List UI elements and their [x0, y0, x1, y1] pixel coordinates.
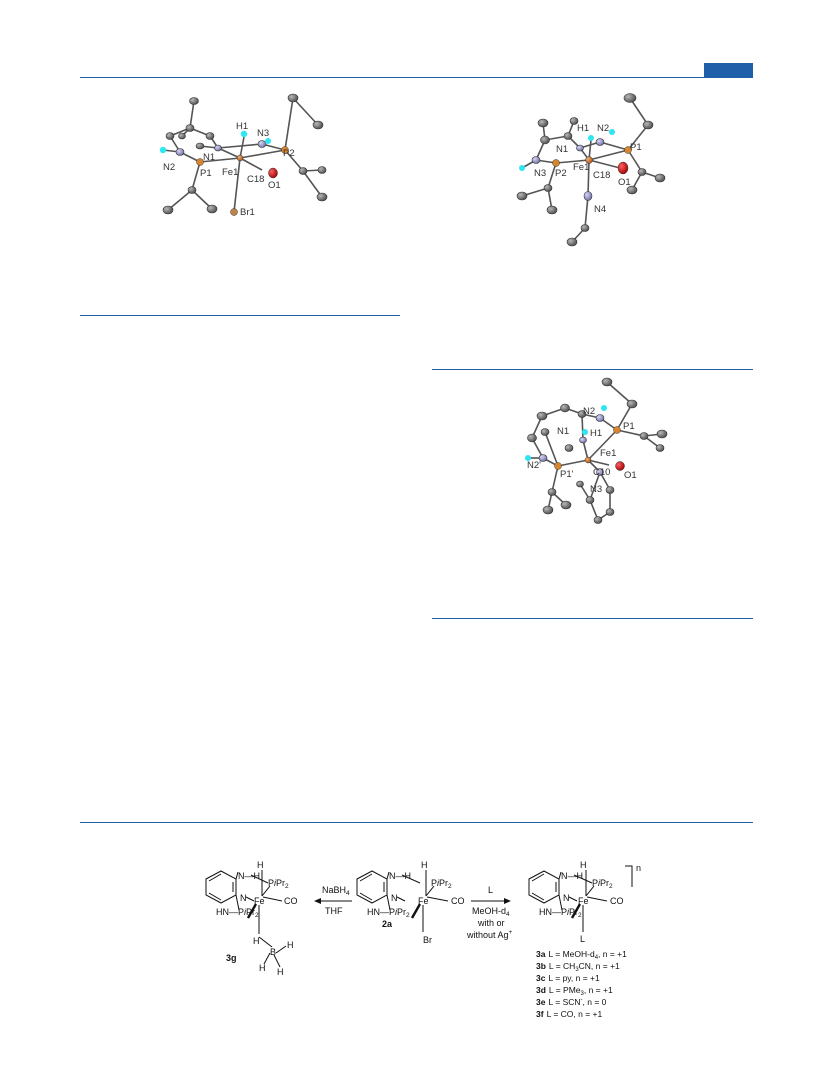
- structure-3-labels: H N—H PiPr2 N Fe CO HN—PiPr2 L n: [539, 860, 641, 944]
- structure-3g: [205, 870, 287, 968]
- atom-label: Br1: [240, 207, 255, 218]
- svg-text:H: H: [277, 967, 284, 977]
- svg-text:N—H: N—H: [238, 871, 260, 881]
- atom-label: O1: [624, 470, 637, 481]
- left-column-rule: [80, 315, 400, 316]
- svg-text:CO: CO: [610, 896, 624, 906]
- atom-label: N1: [557, 426, 569, 437]
- right-column-rule-2: [432, 618, 753, 619]
- svg-text:N: N: [563, 893, 570, 903]
- svg-text:without Ag+: without Ag+: [466, 929, 513, 940]
- svg-text:Fe: Fe: [254, 896, 265, 906]
- atom-label: N1: [556, 144, 568, 155]
- atom-label: O1: [268, 180, 281, 191]
- svg-text:CO: CO: [451, 896, 465, 906]
- atom-label: N3: [590, 484, 602, 495]
- atom-label: P1: [630, 142, 642, 153]
- arrow-ligand: L MeOH-d4 with or without Ag+: [466, 885, 513, 940]
- svg-text:PiPr2: PiPr2: [592, 878, 613, 890]
- svg-text:N—H: N—H: [561, 871, 583, 881]
- svg-text:H: H: [421, 860, 428, 870]
- atom-label: P1: [623, 421, 635, 432]
- atom-label: N3: [257, 128, 269, 139]
- svg-text:L: L: [580, 934, 585, 944]
- svg-text:H: H: [259, 963, 266, 973]
- svg-text:Br: Br: [423, 935, 432, 945]
- atom-label: N1: [203, 152, 215, 163]
- atom-label: Fe1: [573, 162, 589, 173]
- compound-id-3g: 3g: [226, 953, 237, 963]
- atom-label: N2: [583, 406, 595, 417]
- svg-text:n: n: [636, 863, 641, 873]
- svg-text:HN—PiPr2: HN—PiPr2: [216, 907, 259, 919]
- structure-2a-labels: H N—H PiPr2 N Fe CO HN—PiPr2 2a Br: [367, 860, 465, 945]
- structure-2a: [356, 870, 449, 932]
- svg-text:CO: CO: [284, 896, 298, 906]
- svg-text:N: N: [240, 893, 247, 903]
- atom-label: N2': [527, 460, 541, 471]
- svg-text:with or: with or: [477, 918, 505, 928]
- atom-label: N2: [163, 162, 175, 173]
- arrow-nabh4: NaBH4 THF: [314, 885, 352, 916]
- atom-label: N2: [597, 123, 609, 134]
- atom-label: N3: [534, 168, 546, 179]
- atom-label: H1: [236, 121, 248, 132]
- atom-label: N4: [594, 204, 606, 215]
- scheme-rule: [80, 822, 753, 823]
- compound-id-2a: 2a: [382, 919, 393, 929]
- svg-text:H: H: [287, 940, 294, 950]
- svg-text:H: H: [257, 860, 264, 870]
- svg-text:MeOH-d4: MeOH-d4: [472, 906, 510, 918]
- atom-label: H1: [590, 428, 602, 439]
- atom-label: Fe1: [600, 448, 616, 459]
- atom-label: Fe1: [222, 167, 238, 178]
- atom-label: P2: [283, 148, 295, 159]
- svg-text:N—H: N—H: [389, 871, 411, 881]
- svg-text:PiPr2: PiPr2: [268, 878, 289, 890]
- atom-label: C18: [247, 174, 264, 185]
- svg-text:H: H: [580, 860, 587, 870]
- structure-3: [528, 865, 633, 932]
- svg-text:NaBH4: NaBH4: [322, 885, 350, 897]
- atom-label: P1: [200, 168, 212, 179]
- atom-label: H1: [577, 123, 589, 134]
- svg-text:Fe: Fe: [418, 896, 429, 906]
- svg-text:HN—PiPr2: HN—PiPr2: [367, 907, 410, 919]
- svg-text:THF: THF: [325, 906, 343, 916]
- atom-label: P2: [555, 168, 567, 179]
- header-tab: [704, 63, 753, 77]
- ortep-figure-acetonitrile: H1 N2 N1 P1 N3 P2 Fe1 C18 O1 N4: [516, 93, 666, 247]
- structure-3g-labels: H N—H PiPr2 N Fe CO HN—PiPr2 H B H H H 3…: [216, 860, 298, 977]
- right-column-rule-1: [432, 369, 753, 370]
- atom-label: C18: [593, 170, 610, 181]
- ortep-figure-bromo: H1 N3 N1 P2 N2 P1 Fe1 C18 O1 Br1: [159, 93, 328, 218]
- atom-label: O1: [618, 177, 631, 188]
- header-rule: [80, 77, 753, 78]
- svg-text:HN—PiPr2: HN—PiPr2: [539, 907, 582, 919]
- svg-text:B: B: [270, 947, 276, 957]
- svg-text:L: L: [488, 885, 493, 895]
- svg-text:N: N: [391, 893, 398, 903]
- svg-text:H: H: [253, 936, 260, 946]
- atom-label: C10: [593, 467, 610, 478]
- svg-text:PiPr2: PiPr2: [431, 878, 452, 890]
- svg-text:Fe: Fe: [578, 896, 589, 906]
- atom-label: P1': [560, 469, 574, 480]
- ortep-figure-pyridine: N2 H1 P1 N1 Fe1 N2' P1' C10 O1 N3: [525, 377, 668, 524]
